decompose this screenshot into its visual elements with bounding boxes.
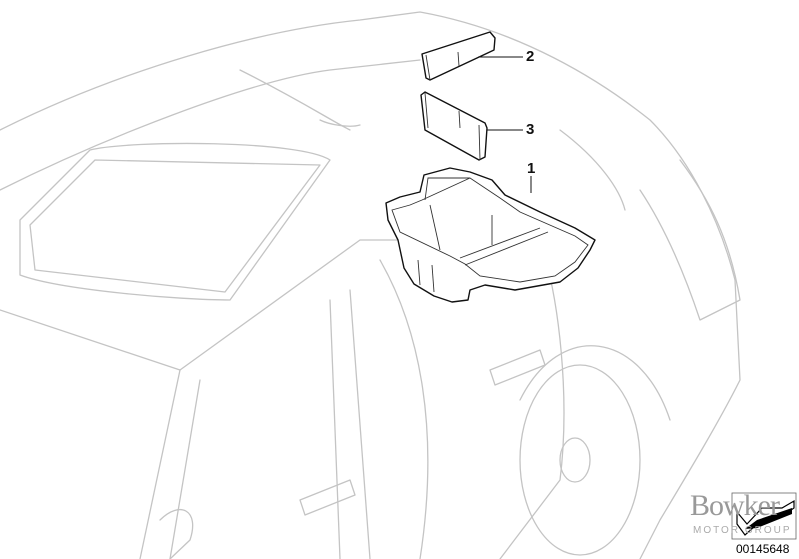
part-1-storage-tray	[385, 167, 596, 303]
car-body-outline	[0, 11, 741, 559]
watermark-subtitle: MOTOR GROUP	[693, 525, 792, 536]
sunroof	[19, 142, 331, 301]
door-handle-front	[299, 479, 356, 516]
door-handle-rear	[489, 349, 546, 386]
part-3-trim-panel	[420, 91, 488, 161]
part-2-trim-panel	[421, 31, 496, 81]
rear-wheel	[519, 364, 641, 556]
watermark-logo: Bowker	[690, 489, 780, 522]
callout-2: 2	[526, 48, 535, 65]
diagram-number: 00145648	[736, 542, 790, 556]
callout-3: 3	[526, 121, 535, 138]
callout-1: 1	[527, 160, 536, 177]
diagram-corner-icon	[731, 492, 797, 540]
